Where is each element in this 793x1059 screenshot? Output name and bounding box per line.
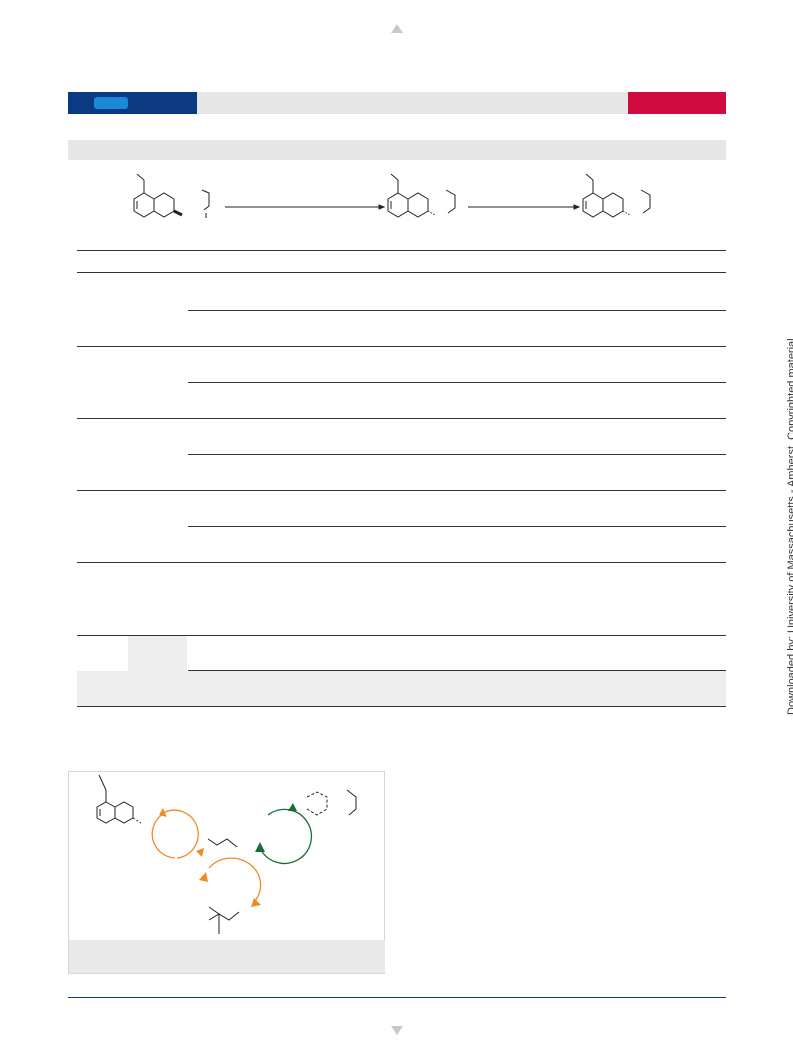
- header-journal-block: [68, 92, 197, 114]
- table-rule: [188, 310, 726, 311]
- table-rule: [77, 490, 726, 491]
- table-rule: [77, 346, 726, 347]
- table-rule: [77, 418, 726, 419]
- molecule-start: [133, 173, 210, 218]
- molecule-product: [582, 173, 651, 218]
- header-badge: [94, 97, 128, 109]
- reaction-scheme: [133, 173, 651, 218]
- table-caption-bar: [68, 140, 726, 160]
- table-rule-top: [77, 250, 726, 251]
- molecule-substrate: [96, 774, 142, 824]
- catalytic-cycle-bottom: [208, 857, 262, 903]
- footer-rule: [68, 997, 726, 998]
- figure-caption-bar: [69, 940, 385, 973]
- molecule-intermediate: [387, 173, 456, 218]
- page-up-arrow-icon[interactable]: [391, 24, 403, 33]
- table-cell-shaded: [128, 636, 187, 671]
- table-rule: [188, 454, 726, 455]
- journal-header-band: [68, 92, 726, 114]
- table-rule: [188, 382, 726, 383]
- table-rule-bottom: [77, 706, 726, 707]
- catalytic-cycle-figure: [96, 774, 357, 934]
- header-section-block: [628, 92, 726, 114]
- table-rule: [77, 562, 726, 563]
- catalytic-cycle-right: [259, 808, 313, 865]
- page-down-arrow-icon[interactable]: [391, 1026, 403, 1035]
- table-rule: [77, 635, 726, 636]
- table-row-shaded: [77, 671, 726, 706]
- table-rule: [188, 670, 726, 671]
- table-rule-header: [77, 272, 726, 273]
- download-notice: Downloaded by: University of Massachuset…: [786, 335, 793, 715]
- table-rule: [188, 526, 726, 527]
- catalytic-cycle-left: [151, 809, 199, 859]
- base-fragment: [208, 911, 240, 921]
- alkyl-fragment: [207, 838, 238, 848]
- molecule-ligand: [306, 791, 328, 816]
